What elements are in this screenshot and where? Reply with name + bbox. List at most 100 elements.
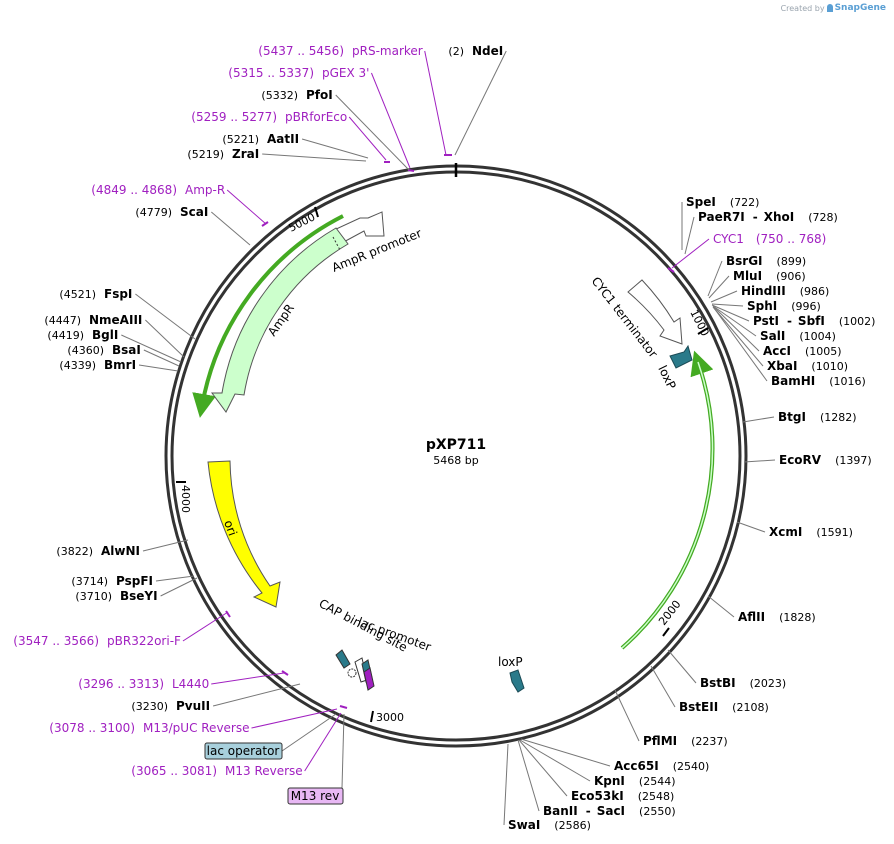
feature-m13-reverse-leader — [304, 712, 342, 772]
site-bsai-pos: (4360) — [67, 344, 104, 357]
site-acc65i-leader — [520, 738, 611, 767]
site-psti-leader — [711, 304, 750, 322]
site-sali-leader — [712, 305, 757, 337]
site-ndei-leader — [454, 50, 507, 156]
site-pvuii-leader — [212, 683, 301, 707]
feature-amp-r-leader — [226, 189, 267, 225]
site-pspfi-label: PspFI — [116, 574, 153, 588]
lac-region — [335, 649, 375, 691]
site-kpni-leader — [519, 739, 591, 782]
site-bsteii-leader — [650, 665, 676, 708]
site-sali-label: SalI — [760, 329, 785, 343]
leader-lines — [121, 50, 776, 826]
site-scai-label: ScaI — [180, 205, 208, 219]
site-mlui-leader — [708, 275, 730, 299]
loxp-bottom-arrow — [509, 669, 525, 693]
m13-rev-label: M13 rev — [291, 789, 340, 803]
site-sphi-label: SphI — [747, 299, 777, 313]
site-xcmi-leader — [736, 521, 766, 533]
ampr-junction — [332, 236, 341, 251]
site-fspi-leader — [135, 293, 196, 340]
site-psti-pos: (1002) — [839, 315, 876, 328]
site-banii-leader — [517, 739, 540, 812]
feature-m13-reverse-label: M13 Reverse — [225, 764, 303, 778]
credit-brand: SnapGene — [834, 3, 886, 13]
site-bsai-label: BsaI — [112, 343, 141, 357]
site-kpni-pos: (2544) — [639, 775, 676, 788]
feature-l4440-leader — [211, 672, 285, 685]
site-acci-leader — [712, 305, 760, 352]
feature-prs-marker-range: (5437 .. 5456) — [258, 44, 344, 58]
site-mlui-pos: (906) — [776, 270, 806, 283]
site-bsrgi-pos: (899) — [777, 255, 807, 268]
credit-prefix: Created by — [780, 3, 825, 13]
site-acc65i-pos: (2540) — [673, 760, 710, 773]
site-zrai-label: ZraI — [232, 147, 259, 161]
site-pvuii-pos: (3230) — [131, 700, 168, 713]
tick-label-4000: 4000 — [179, 485, 192, 513]
site-bseyi-pos: (3710) — [75, 590, 112, 603]
site-xbai-leader — [712, 306, 764, 367]
feature-l4440-label: L4440 — [172, 677, 209, 691]
feature-amp-r-range: (4849 .. 4868) — [91, 183, 177, 197]
site-bsrgi-leader — [707, 260, 723, 297]
site-hindiii-leader — [710, 290, 738, 303]
site-bsai-leader — [143, 349, 180, 367]
site-scai-pos: (4779) — [135, 206, 172, 219]
site-hindiii-pos: (986) — [800, 285, 830, 298]
site-alwni-pos: (3822) — [56, 545, 93, 558]
site-pvuii-label: PvuII — [176, 699, 210, 713]
site-bsrgi-label: BsrGI — [726, 254, 763, 268]
site-aflii-leader — [707, 595, 735, 618]
site-pflmi-label: PflMI — [643, 734, 677, 748]
site-alwni-leader — [142, 539, 189, 552]
site-xhoi-label: XhoI — [764, 210, 795, 224]
snapgene-logo-icon — [826, 4, 833, 12]
plasmid-name: pXP711 — [426, 437, 486, 453]
site-btgi-label: BtgI — [778, 410, 806, 424]
site-btgi-leader — [742, 416, 775, 423]
tick-label-5000: 5000 — [286, 210, 317, 234]
site-bamhi-leader — [713, 307, 768, 382]
site-saci-label: SacI — [597, 804, 625, 818]
m13-rev-arrow — [363, 667, 375, 691]
feature-pgex-3-leader — [371, 72, 411, 169]
site-paer7i-pos: (728) — [808, 211, 838, 224]
tick-label-2000: 2000 — [656, 598, 683, 628]
feature-pgex-3-range: (5315 .. 5337) — [228, 66, 314, 80]
site-zrai-leader — [262, 153, 367, 162]
feature-pbrforeco-label: pBRforEco — [285, 110, 347, 124]
site-acc65i-label: Acc65I — [614, 759, 659, 773]
cyc1-terminator-arrow — [627, 279, 683, 345]
site-zrai-pos: (5219) — [187, 148, 224, 161]
site-pfoi-pos: (5332) — [261, 89, 298, 102]
site-bamhi-pos: (1016) — [829, 375, 866, 388]
site-ecorv-label: EcoRV — [779, 453, 822, 467]
site-eco53ki-pos: (2548) — [638, 790, 675, 803]
site-ndei-label: NdeI — [472, 44, 503, 58]
primer-marks — [225, 154, 675, 709]
site-swai-pos: (2586) — [554, 819, 591, 832]
lac-operator-box-leader — [281, 713, 337, 752]
site-psti-label: PstI — [753, 314, 779, 328]
site-spei-pos: (722) — [730, 196, 760, 209]
site-sali-pos: (1004) — [799, 330, 836, 343]
site-bgli-pos: (4419) — [47, 329, 84, 342]
site-bmri-leader — [138, 364, 179, 372]
site-bseyi-leader — [160, 577, 198, 597]
ampr-arrow — [211, 227, 349, 413]
site-mlui-label: MluI — [733, 269, 762, 283]
site-paer7i-label: PaeR7I — [698, 210, 745, 224]
site-nmeaiii-pos: (4447) — [44, 314, 81, 327]
site-bstbi-leader — [667, 649, 697, 684]
feature-pbr322ori-f-leader — [182, 611, 229, 642]
site-aatii-leader — [301, 138, 369, 159]
feature-pbrforeco-range: (5259 .. 5277) — [191, 110, 277, 124]
site-acci-pos: (1005) — [805, 345, 842, 358]
tick-label-3000: 3000 — [376, 711, 404, 724]
ori-arrow — [207, 460, 281, 608]
site-bamhi-label: BamHI — [771, 374, 815, 388]
lac-operator-box: lac operator — [204, 742, 283, 760]
site-labels: SpeI(722)PaeR7I-XhoI(728)CYC1(750 .. 768… — [13, 44, 875, 832]
feature-m13-puc-reverse-range: (3078 .. 3100) — [49, 721, 135, 735]
